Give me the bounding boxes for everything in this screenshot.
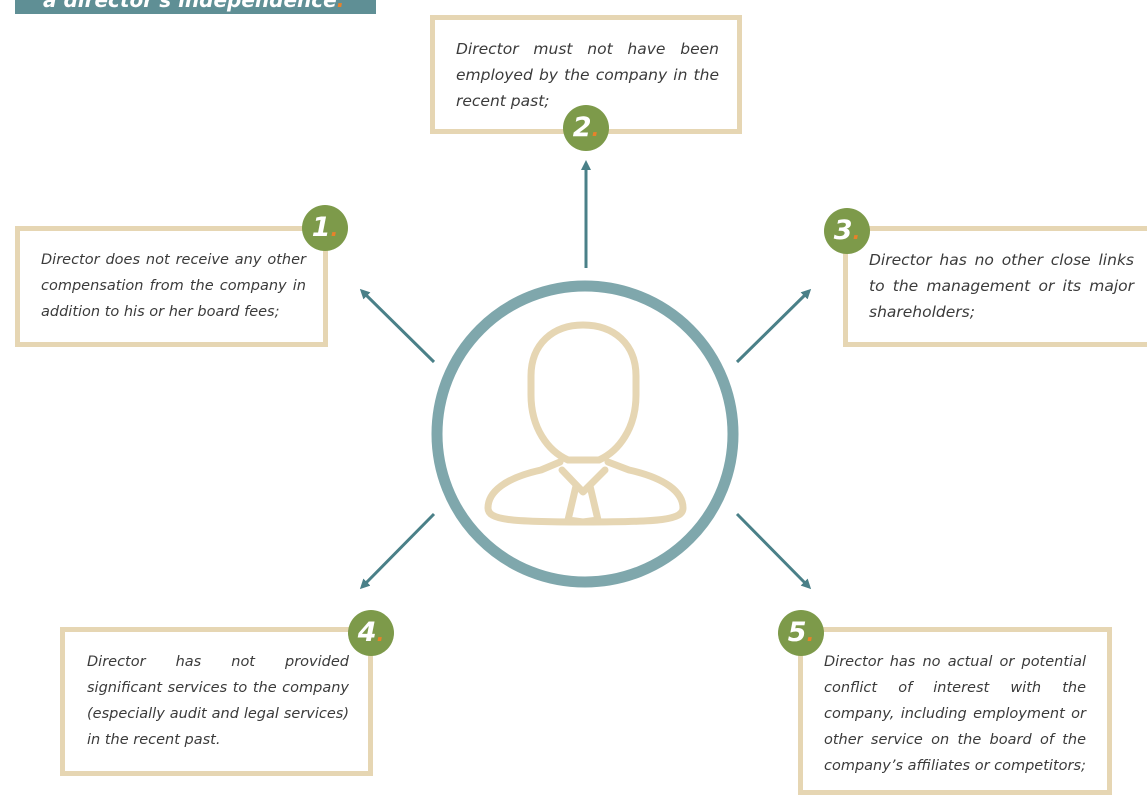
arrow-to-criterion-5 [735,512,812,590]
arrow-to-criterion-4 [359,512,436,590]
diagram-title: a director's independence. [43,0,345,12]
criterion-4-badge: 4. [348,610,394,656]
criterion-5-badge: 5. [778,610,824,656]
criterion-3-text: Director has no other close links to the… [869,251,1134,321]
center-circle [431,280,739,588]
criterion-1-text: Director does not receive any other comp… [41,252,306,320]
arrow-to-criterion-3 [735,288,812,364]
criterion-1-badge: 1. [302,205,348,251]
criterion-5-text: Director has no actual or potential conf… [824,654,1086,774]
person-silhouette-icon [484,321,687,526]
criterion-5-box: Director has no actual or potential conf… [798,627,1112,795]
criterion-2-badge: 2. [563,105,609,151]
arrow-to-criterion-1 [359,288,436,364]
criterion-1-box: Director does not receive any other comp… [15,226,328,347]
criterion-3-badge: 3. [824,208,870,254]
title-banner: a director's independence. [15,0,376,14]
criterion-4-text: Director has not provided significant se… [87,654,349,748]
criterion-3-box: Director has no other close links to the… [843,226,1147,347]
criterion-2-text: Director must not have been employed by … [456,40,719,110]
criterion-4-box: Director has not provided significant se… [60,627,373,776]
